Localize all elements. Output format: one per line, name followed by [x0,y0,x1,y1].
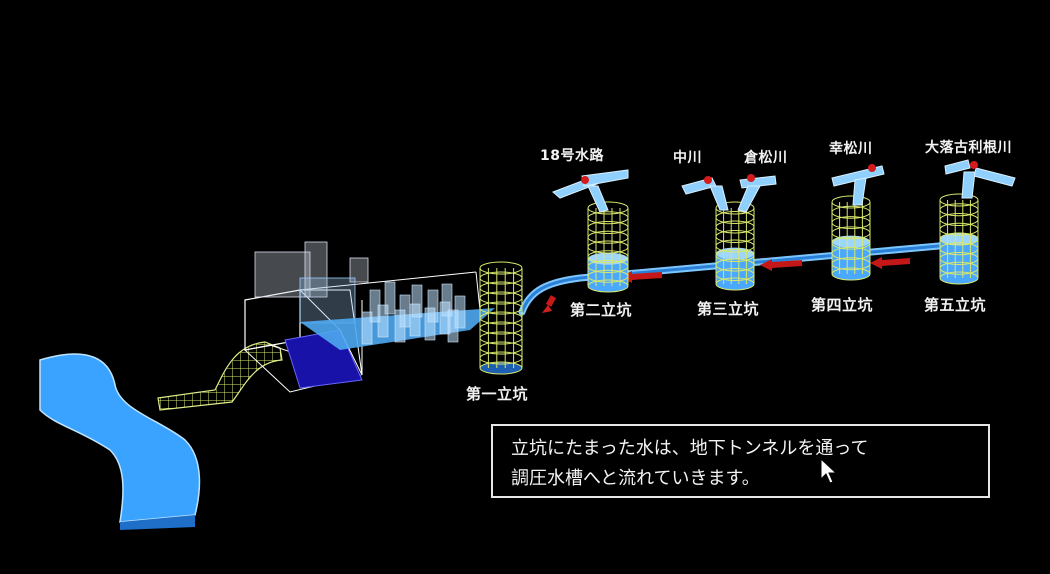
shaft-label-1: 第一立坑 [466,385,529,403]
shaft-label-2: 第二立坑 [570,301,633,319]
pillar [384,281,396,315]
outlet-river [39,353,201,530]
river-intakes [552,159,1016,213]
shaft-5 [939,193,979,285]
caption-line-2: 調圧水槽へと流れていきます。 [511,468,760,489]
shaft-label-4: 第四立坑 [811,296,874,314]
river-label-kuramatsu: 倉松川 [744,150,788,166]
river-label-koumatsu: 幸松川 [829,141,873,157]
pillar [394,309,406,343]
caption-line-1: 立坑にたまった水は、地下トンネルを通って [511,438,869,459]
underground-tunnel [518,241,954,316]
river-label-ootoshi: 大落古利根川 [925,140,1012,156]
pillar [409,303,421,337]
shaft-1 [479,261,523,375]
caption-box: 立坑にたまった水は、地下トンネルを通って 調圧水槽へと流れていきます。 [491,424,990,498]
pillar [424,307,436,341]
river-label-18gou: 18号水路 [540,148,604,164]
shaft-4 [831,195,871,281]
shaft-label-5: 第五立坑 [924,296,987,314]
flow-arrows [542,257,910,313]
outlet-channel [157,341,283,411]
pillar [361,311,373,345]
pressure-tank-pillars [361,281,466,345]
shaft-2 [587,201,629,293]
shaft-label-3: 第三立坑 [697,300,760,318]
pillar [447,309,459,343]
pillar [377,304,389,338]
river-label-nakagawa: 中川 [673,150,702,166]
shaft-3 [715,201,755,291]
mouse-cursor-icon [820,458,838,484]
